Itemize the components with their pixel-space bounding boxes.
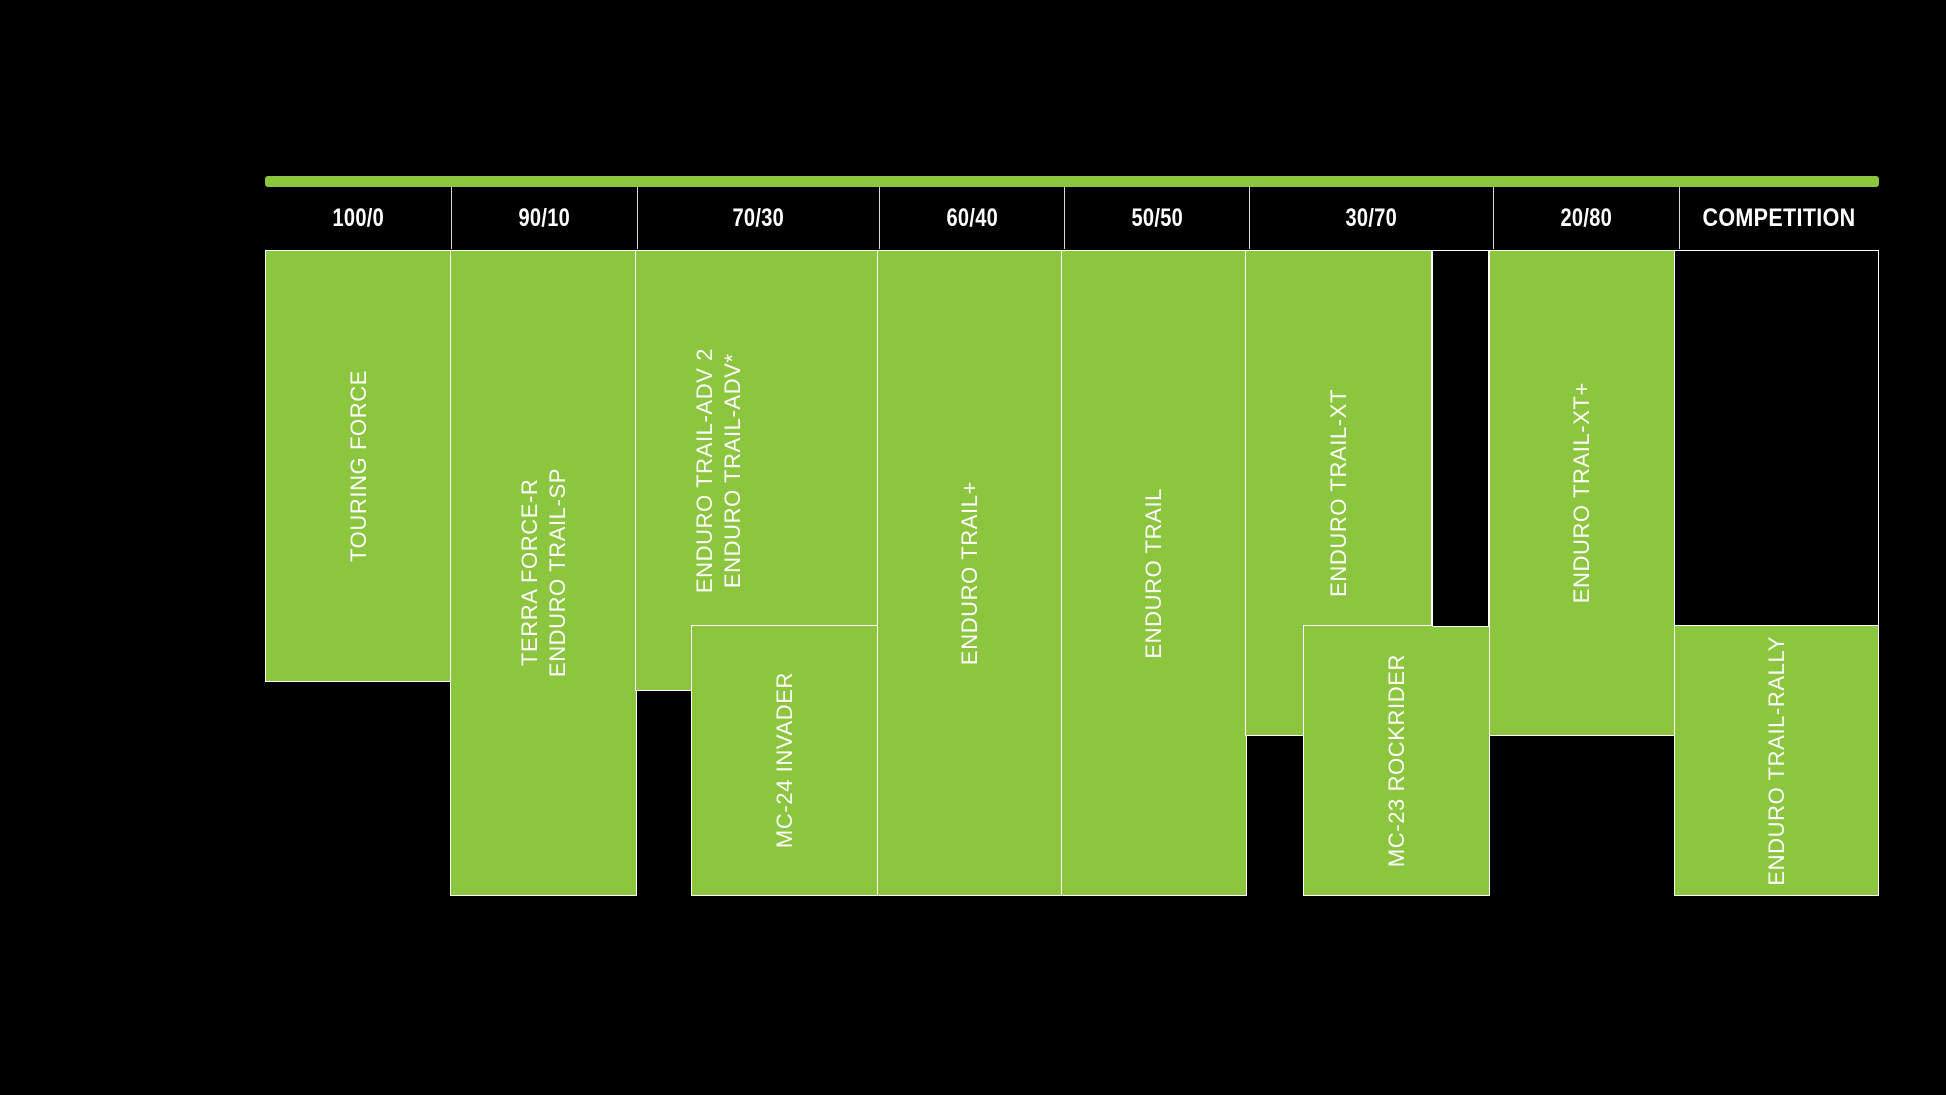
header-cell-30-70[interactable]: 30/70 — [1249, 187, 1493, 249]
bar-mc23-rockrider[interactable]: MC-23 ROCKRIDER — [1303, 625, 1490, 896]
bar-label: MC-24 INVADER — [771, 672, 797, 849]
header-label: 70/30 — [732, 203, 785, 232]
header-label: 60/40 — [946, 203, 998, 232]
header-label: 30/70 — [1345, 203, 1398, 232]
bar-terra-force-r-enduro-trail-sp[interactable]: TERRA FORCE-R ENDURO TRAIL-SP — [450, 250, 637, 896]
bar-mc24-invader[interactable]: MC-24 INVADER — [691, 625, 878, 896]
bar-enduro-trail-adv2-adv[interactable]: ENDURO TRAIL-ADV 2 ENDURO TRAIL-ADV* — [635, 250, 878, 691]
bar-touring-force[interactable]: TOURING FORCE — [265, 250, 452, 682]
header-label: 20/80 — [1560, 203, 1613, 232]
bar-label-wrap: ENDURO TRAIL — [1062, 251, 1246, 895]
bar-label-stack: ENDURO TRAIL-ADV 2 ENDURO TRAIL-ADV* — [692, 348, 746, 593]
bar-gap-20-80 — [1432, 250, 1489, 627]
bar-enduro-trail-plus[interactable]: ENDURO TRAIL+ — [877, 250, 1063, 896]
bar-label-stack: TERRA FORCE-R ENDURO TRAIL-SP — [517, 468, 571, 677]
header-cell-90-10[interactable]: 90/10 — [451, 187, 637, 249]
top-accent-rule — [265, 176, 1879, 187]
header-label: 50/50 — [1131, 203, 1183, 232]
bar-label: TOURING FORCE — [345, 370, 371, 562]
header-cell-competition[interactable]: COMPETITION — [1679, 187, 1879, 249]
header-cell-70-30[interactable]: 70/30 — [637, 187, 879, 249]
bar-label-wrap: TERRA FORCE-R ENDURO TRAIL-SP — [451, 251, 636, 895]
bar-label-line-1: ENDURO TRAIL-ADV 2 — [692, 347, 717, 594]
category-header-row: 100/0 90/10 70/30 60/40 50/50 30/70 20/8… — [265, 187, 1879, 249]
bar-label: ENDURO TRAIL-XT — [1325, 389, 1351, 597]
bar-label-line-2: ENDURO TRAIL-SP — [545, 468, 570, 678]
bar-gap-competition — [1674, 250, 1879, 627]
header-cell-20-80[interactable]: 20/80 — [1493, 187, 1679, 249]
header-label: 90/10 — [518, 203, 571, 232]
bar-label-wrap: ENDURO TRAIL-RALLY — [1675, 626, 1878, 895]
bar-label: ENDURO TRAIL-RALLY — [1763, 635, 1789, 886]
bar-label-line-1: TERRA FORCE-R — [516, 479, 542, 667]
header-cell-60-40[interactable]: 60/40 — [879, 187, 1064, 249]
header-cell-100-0[interactable]: 100/0 — [265, 187, 451, 249]
bar-label: ENDURO TRAIL-XT+ — [1569, 382, 1595, 604]
bar-label-wrap: TOURING FORCE — [266, 251, 451, 681]
bar-label-wrap: ENDURO TRAIL+ — [878, 251, 1062, 895]
bar-label: ENDURO TRAIL+ — [957, 480, 983, 666]
bar-enduro-trail-rally[interactable]: ENDURO TRAIL-RALLY — [1674, 625, 1879, 896]
bar-label-wrap: MC-23 ROCKRIDER — [1304, 626, 1489, 895]
bar-label-wrap: ENDURO TRAIL-XT+ — [1490, 251, 1674, 735]
header-label: 100/0 — [332, 203, 384, 232]
bar-label: ENDURO TRAIL — [1141, 487, 1167, 659]
header-cell-50-50[interactable]: 50/50 — [1064, 187, 1249, 249]
bar-enduro-trail-xt-plus[interactable]: ENDURO TRAIL-XT+ — [1489, 250, 1675, 736]
bar-label-wrap: MC-24 INVADER — [692, 626, 877, 895]
bar-enduro-trail[interactable]: ENDURO TRAIL — [1061, 250, 1247, 896]
bar-label: MC-23 ROCKRIDER — [1383, 653, 1409, 868]
header-label: COMPETITION — [1702, 203, 1857, 232]
bar-label-line-2: ENDURO TRAIL-ADV* — [720, 353, 746, 588]
